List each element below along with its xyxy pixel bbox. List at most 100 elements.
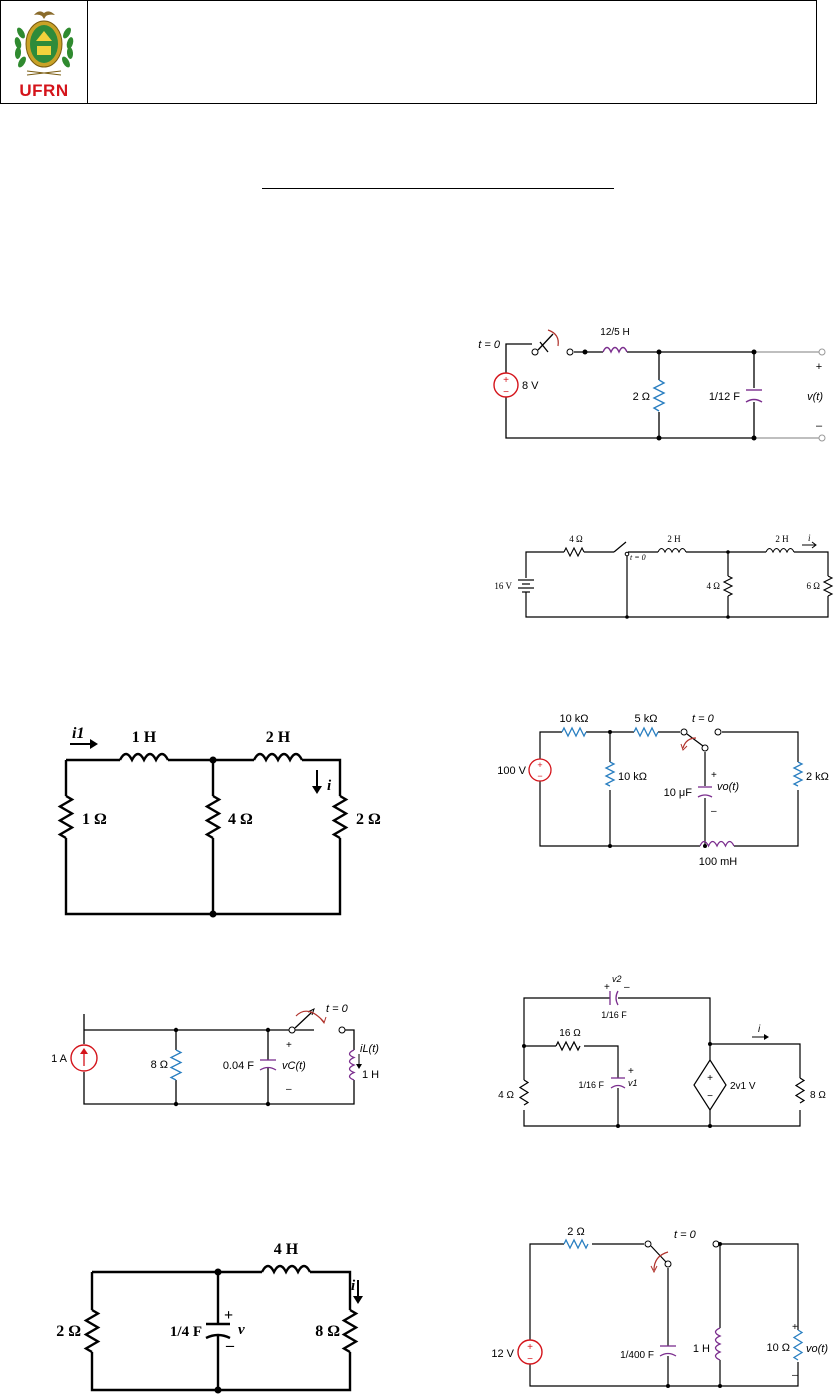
current1-label: i1 (72, 725, 84, 742)
minus-sign: – (792, 1370, 798, 1381)
circuit-2: 4 Ω t = 0 2 H 2 H i 16 V 4 Ω 6 Ω (494, 533, 834, 619)
logo-cell: UFRN (1, 1, 88, 103)
inductor-icon (765, 547, 795, 554)
l2-label: 2 H (775, 534, 789, 544)
capacitor-label: 1/12 F (709, 391, 740, 403)
source-label: 100 V (497, 765, 526, 777)
resistor-icon (604, 761, 616, 787)
svg-text:+: + (527, 1342, 533, 1353)
resistor-icon (722, 575, 734, 597)
minus-sign: – (225, 1337, 235, 1354)
r4-label: 2 kΩ (806, 771, 829, 783)
capacitor-icon (610, 1077, 626, 1089)
minus-sign: – (711, 806, 717, 817)
switch-label: t = 0 (478, 339, 501, 351)
inductor-icon (252, 752, 304, 763)
voltage-source-icon (517, 1339, 543, 1365)
dependent-source-icon (693, 1058, 727, 1112)
capacitor-icon (205, 1322, 231, 1340)
resistor-icon (633, 726, 659, 738)
svg-text:+: + (503, 375, 509, 386)
circuit-6: + − + v2 – 1/16 F 16 Ω i 4 Ω 1/16 F + v1… (498, 974, 826, 1128)
resistor-icon (518, 1079, 530, 1106)
current-label: i (758, 1024, 761, 1035)
header-box: UFRN (0, 0, 817, 104)
resistor-icon (792, 1329, 804, 1361)
output-label: v(t) (807, 391, 823, 403)
inductor-icon (260, 1264, 312, 1275)
l2-label: 2 H (266, 729, 291, 746)
current-label: i (808, 533, 811, 543)
v2-label: v2 (612, 974, 622, 984)
resistor-icon (204, 794, 222, 840)
plus-sign: + (816, 361, 822, 373)
resistor-label: 8 Ω (151, 1059, 168, 1071)
plus-sign: + (628, 1066, 634, 1077)
r3-label: 10 kΩ (618, 771, 647, 783)
capacitor-icon (609, 990, 619, 1006)
minus-sign: – (286, 1084, 292, 1095)
r1-label: 10 kΩ (559, 713, 588, 725)
circuit-1: + − t = 0 12/5 H 8 V 2 Ω 1/12 F + – v(t) (478, 327, 826, 442)
circuit-7: 4 H i 2 Ω 1/4 F + v – 8 Ω (56, 1241, 363, 1394)
capacitor-icon (697, 786, 713, 798)
svg-text:−: − (527, 1354, 533, 1365)
resistor-label: 2 Ω (633, 391, 650, 403)
resistor-label: 2 Ω (567, 1226, 584, 1238)
voltage-label: vC(t) (282, 1060, 306, 1072)
switch-label: t = 0 (630, 553, 646, 562)
plus-sign: + (792, 1322, 798, 1333)
r1-label: 2 Ω (56, 1323, 81, 1340)
r3-label: 2 Ω (356, 811, 381, 828)
circuit-5: 1 A 8 Ω 0.04 F + vC(t) – t = 0 iL(t) 1 H (51, 1003, 379, 1107)
switch-label: t = 0 (692, 713, 715, 725)
ufrn-crest-icon (14, 11, 74, 76)
r1-label: 1 Ω (82, 811, 107, 828)
inductor-icon (714, 1327, 722, 1361)
svg-text:+: + (537, 760, 542, 770)
circuit-3: i1 1 H 2 H i 1 Ω 4 Ω 2 Ω (57, 725, 381, 918)
minus-sign: – (816, 420, 823, 432)
resistor-icon (57, 794, 75, 840)
c1-label: 1/16 F (601, 1010, 627, 1020)
plus-sign: + (604, 982, 610, 993)
plus-sign: + (286, 1040, 292, 1051)
r3-label: 8 Ω (810, 1090, 826, 1101)
current-label: iL(t) (360, 1043, 379, 1055)
inductor-icon (348, 1049, 356, 1081)
current-label: i (351, 1278, 356, 1294)
capacitor-label: 1/400 F (620, 1350, 654, 1361)
capacitor-icon (659, 1345, 677, 1357)
circuit-8: + − 2 Ω t = 0 12 V 1/400 F 1 H 10 Ω + vo… (491, 1226, 828, 1388)
r2-label: 4 Ω (707, 581, 721, 591)
plus-sign: + (224, 1307, 233, 1324)
title-underline (262, 188, 614, 189)
voltage-source-icon (493, 372, 519, 398)
voltage-label: v (238, 1322, 245, 1338)
battery-icon (518, 579, 534, 593)
voltage-source-icon (528, 758, 552, 782)
resistor-icon (563, 1238, 589, 1250)
r1-label: 16 Ω (559, 1028, 581, 1039)
capacitor-label: 1/4 F (170, 1324, 202, 1340)
output-label: vo(t) (806, 1343, 828, 1355)
capacitor-icon (259, 1059, 277, 1071)
source-label: 16 V (494, 581, 512, 591)
inductor-label: 1 H (693, 1343, 710, 1355)
source-label: 1 A (51, 1053, 68, 1065)
capacitor-label: 10 μF (664, 787, 693, 799)
r2-label: 10 Ω (766, 1342, 790, 1354)
resistor-icon (331, 794, 349, 840)
inductor-label: 12/5 H (600, 327, 629, 338)
svg-text:+: + (707, 1073, 713, 1084)
inductor-icon (118, 752, 170, 763)
svg-text:−: − (707, 1091, 713, 1102)
switch-blade (537, 333, 554, 351)
v1-label: v1 (628, 1078, 638, 1088)
minus-sign: – (624, 982, 630, 993)
inductor-label: 1 H (362, 1069, 379, 1081)
capacitor-label: 0.04 F (223, 1060, 254, 1072)
resistor-icon (563, 546, 585, 558)
inductor-label: 100 mH (699, 856, 738, 868)
resistor-icon (83, 1308, 101, 1354)
